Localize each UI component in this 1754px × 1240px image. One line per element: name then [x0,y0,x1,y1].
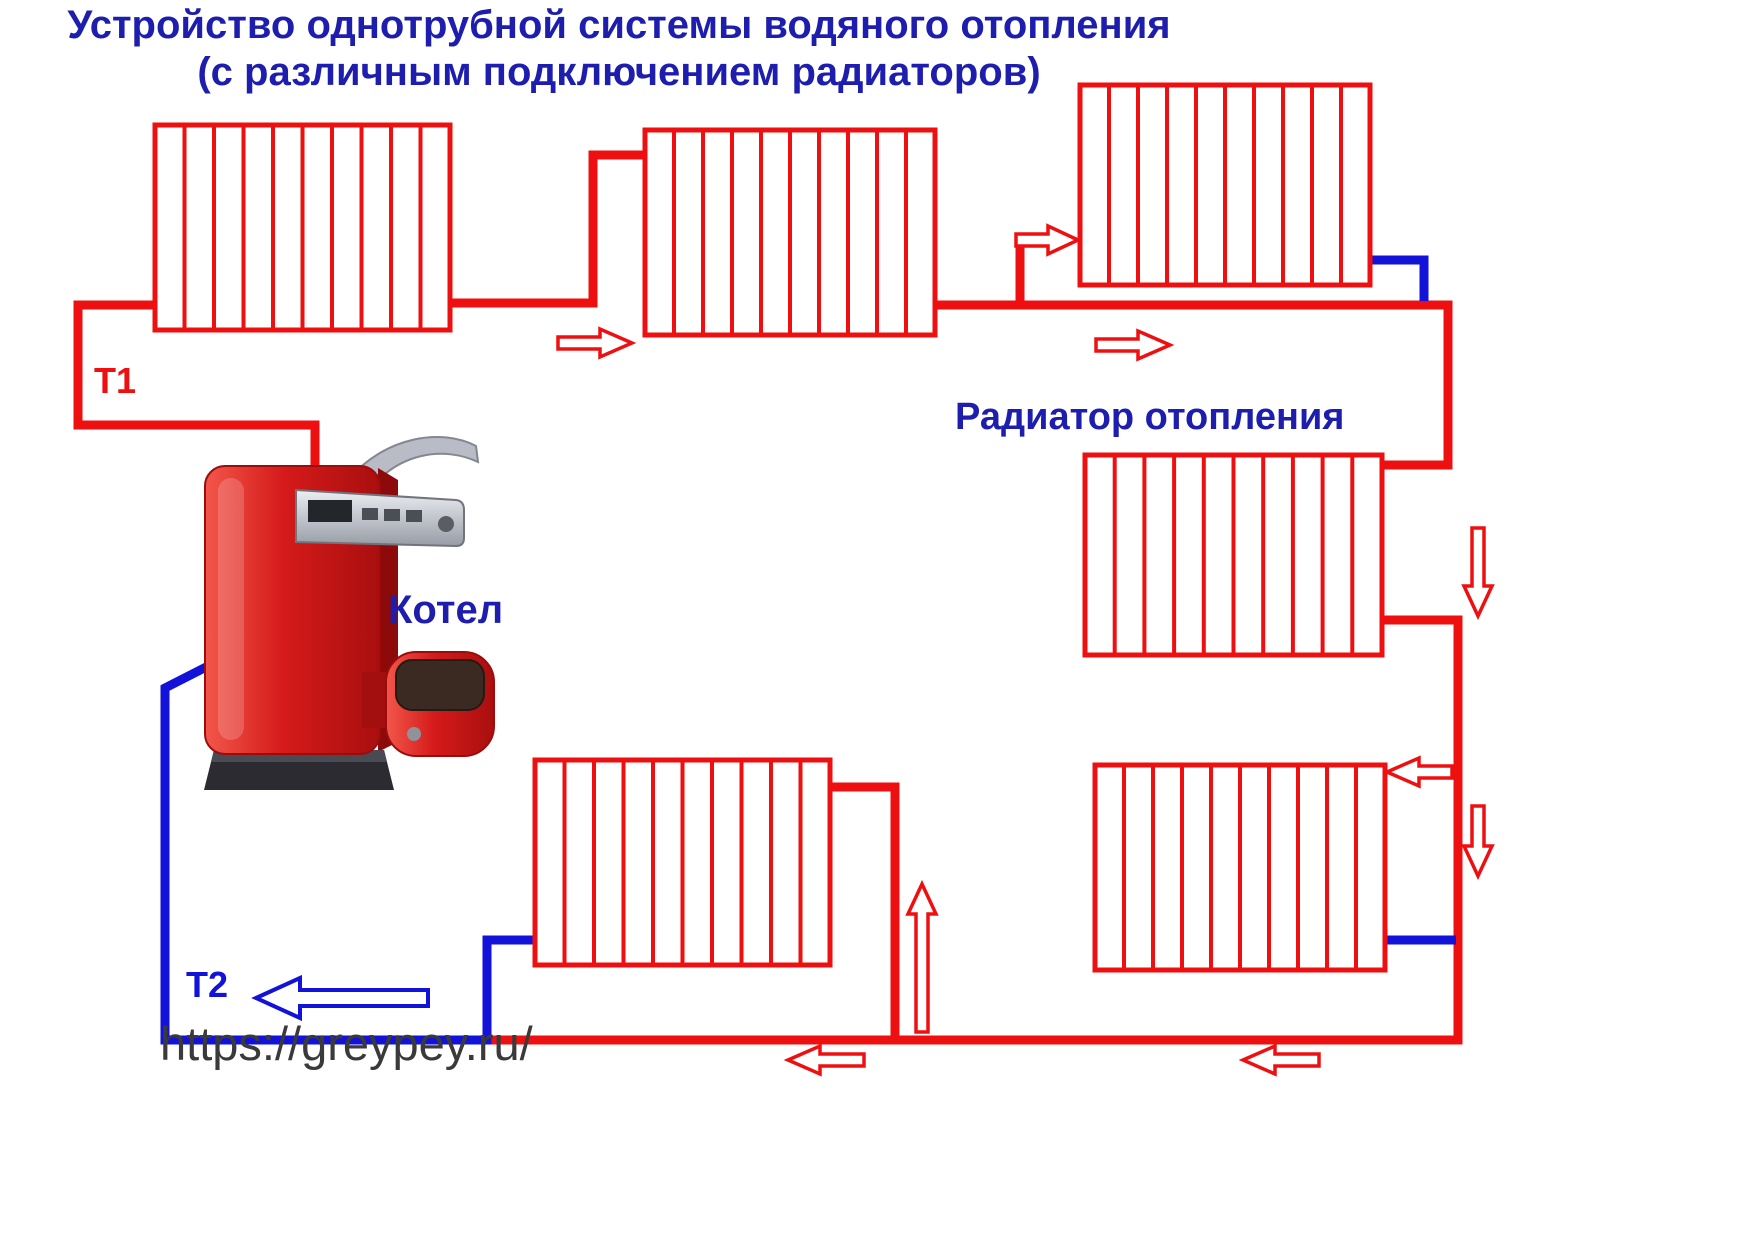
flow-arrow-down-2 [1461,804,1495,881]
boiler-flue-blade [346,436,480,494]
pipe-radiator1-to-radiator2 [450,150,652,308]
boiler-button-3 [406,510,422,522]
page-title: Устройство однотрубной системы водяного … [4,2,1234,96]
supply-flow-arrows [556,223,1495,1077]
label-t2-return: Т2 [186,964,229,1005]
boiler-burner-window [395,659,485,711]
return-pipes [160,255,1456,1045]
pipe-t1-boiler-to-radiator1 [73,300,320,478]
boiler [204,436,495,790]
boiler-display [308,500,352,522]
radiator-2 [642,127,938,338]
boiler-body-highlight [218,478,244,740]
radiator-3 [1077,82,1373,288]
flow-arrow-right-1 [556,326,637,360]
pipe-t2-return-to-boiler [160,658,535,1045]
pipe-radiator4-to-bottom-main [487,615,1463,1045]
flow-arrow-left-bottom-1 [783,1043,866,1077]
pipe-radiator3-return [1370,255,1429,301]
boiler-burner-nub [407,727,421,741]
flow-arrow-into-radiator3 [1014,223,1083,257]
radiators [152,82,1388,973]
pipe-radiator2-to-radiator4 [935,300,1453,470]
title-line-1: Устройство однотрубной системы водяного … [67,3,1171,47]
label-radiator: Радиатор отопления [955,396,1345,438]
radiator-1 [152,122,453,333]
pipe-radiator5-branch [830,782,900,1040]
flow-arrow-right-2 [1094,328,1175,362]
supply-pipes [73,150,1463,1045]
return-flow-arrows [251,974,430,1022]
boiler-button-1 [362,508,378,520]
radiator-6 [1092,762,1388,973]
title-line-2: (с различным подключением радиаторов) [197,50,1041,95]
boiler-dial [438,516,454,532]
flow-arrow-up-radiator5 [905,879,939,1034]
flow-arrow-down-1 [1461,526,1495,621]
radiator-5 [532,757,833,968]
flow-arrow-left-bottom-2 [1238,1043,1321,1077]
watermark-url: https://greypey.ru/ [160,1017,533,1070]
flow-arrow-left-t2 [251,974,430,1022]
radiator-4 [1082,452,1385,658]
boiler-button-2 [384,509,400,521]
label-boiler: Котел [388,588,504,632]
label-t1-supply: Т1 [94,360,137,401]
flow-arrow-into-radiator6 [1382,755,1454,789]
